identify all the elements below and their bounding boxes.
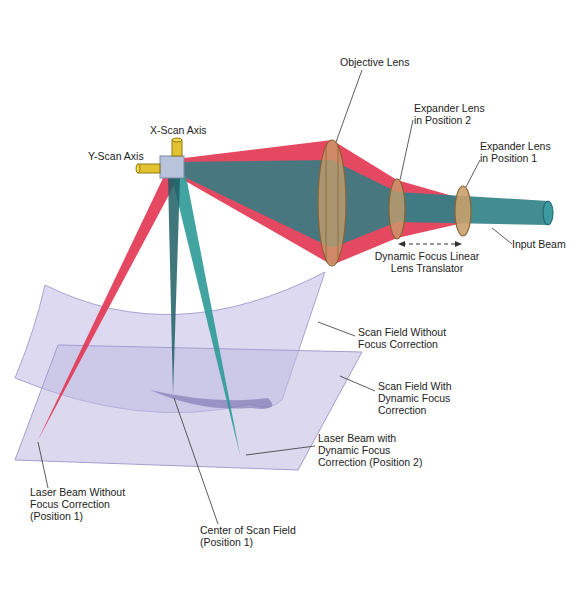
center-beam <box>168 178 180 395</box>
teal-beam <box>397 192 548 225</box>
callout-label: Input Beam <box>512 238 580 250</box>
teal-beam <box>172 176 240 455</box>
leader-line <box>340 376 375 391</box>
leader-lines <box>38 70 512 524</box>
leader-line <box>466 160 480 187</box>
x-galvo-cap <box>172 138 182 142</box>
leader-line <box>336 70 362 142</box>
translator-arrow <box>402 244 458 245</box>
leader-line <box>38 442 48 488</box>
field-curl <box>150 390 272 409</box>
callout-label: Scan Field With Dynamic Focus Correction <box>378 380 493 416</box>
leader-line <box>246 446 315 455</box>
callout-label: Y-Scan Axis <box>88 150 158 162</box>
red-beam <box>38 176 178 440</box>
callout-label: Laser Beam Without Focus Correction (Pos… <box>30 486 130 522</box>
leader-line <box>318 322 355 336</box>
callout-label: Center of Scan Field (Position 1) <box>200 524 310 548</box>
y-galvo <box>138 164 160 173</box>
y-galvo-cap <box>136 164 140 173</box>
leader-line <box>400 120 413 180</box>
callout-label: X-Scan Axis <box>150 124 240 136</box>
expander-lens <box>389 179 405 239</box>
objective-lens <box>318 140 346 266</box>
leader-line <box>492 228 512 244</box>
callout-label: Dynamic Focus Linear Lens Translator <box>372 250 482 274</box>
callout-label: Expander Lens in Position 2 <box>414 102 494 126</box>
arrow-head <box>398 241 405 247</box>
input-beam-end <box>543 201 553 225</box>
callout-label: Laser Beam with Dynamic Focus Correction… <box>318 432 436 468</box>
lens-edge <box>326 145 327 261</box>
lens-edge <box>338 145 339 261</box>
flat-scan-field <box>15 345 362 470</box>
leader-line <box>174 398 218 524</box>
arrow-head <box>455 241 462 247</box>
callout-label: Objective Lens <box>340 56 450 68</box>
scan-mirror <box>160 156 184 178</box>
callout-label: Scan Field Without Focus Correction <box>358 326 458 350</box>
expander-lens <box>455 186 471 236</box>
callout-label: Expander Lens in Position 1 <box>480 140 560 164</box>
